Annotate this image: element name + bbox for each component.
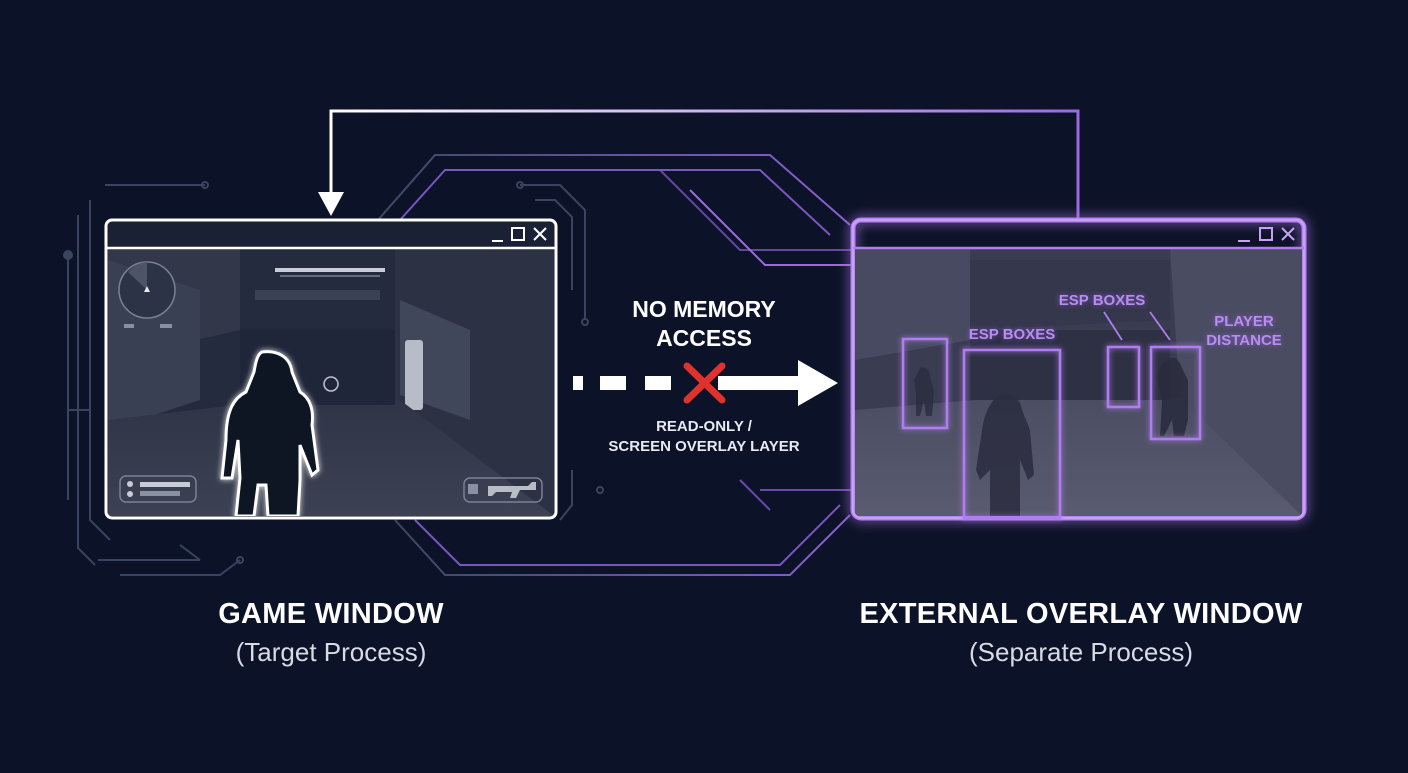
overlay-window-title: EXTERNAL OVERLAY WINDOW xyxy=(851,598,1311,631)
red-x-icon xyxy=(687,366,722,400)
game-window xyxy=(106,220,556,518)
feedback-arrow xyxy=(318,111,1078,218)
down-arrow-icon xyxy=(318,192,344,216)
game-window-subtitle: (Target Process) xyxy=(181,637,481,668)
game-window-title: GAME WINDOW xyxy=(181,598,481,631)
overlay-window-caption: EXTERNAL OVERLAY WINDOW (Separate Proces… xyxy=(851,598,1311,668)
game-window-caption: GAME WINDOW (Target Process) xyxy=(181,598,481,668)
access-arrow xyxy=(573,360,838,406)
player-distance-label: PLAYER DISTANCE xyxy=(1194,312,1294,350)
esp-boxes-label: ESP BOXES xyxy=(962,325,1062,344)
maximize-icon[interactable] xyxy=(1260,228,1272,240)
read-only-overlay-label: READ-ONLY / SCREEN OVERLAY LAYER xyxy=(594,417,814,457)
right-arrow-icon xyxy=(798,360,838,406)
no-memory-access-label: NO MEMORY ACCESS xyxy=(614,295,794,353)
overlay-window-subtitle: (Separate Process) xyxy=(851,637,1311,668)
esp-boxes-label-top: ESP BOXES xyxy=(1052,291,1152,310)
overlay-window xyxy=(853,220,1304,518)
close-icon[interactable] xyxy=(1282,228,1294,240)
